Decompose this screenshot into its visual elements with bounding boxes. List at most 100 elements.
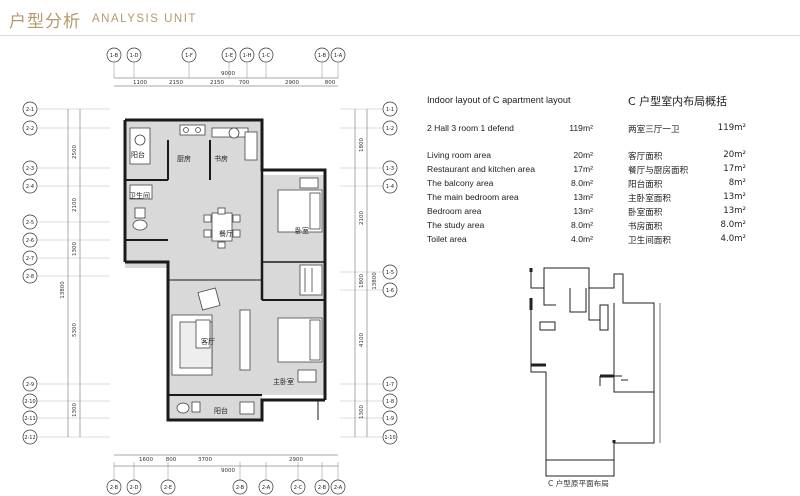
row-value: 4.0m² bbox=[571, 234, 593, 244]
axis-bubble-right: 1-10 bbox=[382, 429, 398, 445]
dimension-left: 1300 bbox=[72, 242, 78, 256]
axis-bubble-left: 2-9 bbox=[22, 376, 38, 392]
axis-bubble-left: 2-5 bbox=[22, 214, 38, 230]
table-row: Toilet area 4.0m² bbox=[427, 234, 593, 246]
table-row: 餐厅与厨房面积 17m² bbox=[628, 164, 746, 176]
dimension-bottom-total: 9000 bbox=[221, 468, 235, 474]
axis-bubble-left: 2-7 bbox=[22, 250, 38, 266]
table-row: The study area 8.0m² bbox=[427, 220, 593, 232]
axis-bubble-top: 1-H bbox=[239, 47, 255, 63]
row-value: 20m² bbox=[573, 150, 593, 160]
row-value: 17m² bbox=[723, 164, 746, 174]
axis-label: 2-B bbox=[318, 485, 327, 491]
axis-label: 1-6 bbox=[386, 288, 394, 294]
room-label-master: 主卧室 bbox=[273, 377, 294, 386]
room-label-bathroom: 卫生间 bbox=[129, 191, 150, 200]
axis-bubble-top: 1-B bbox=[314, 47, 330, 63]
floor-area bbox=[125, 120, 325, 420]
axis-label: 1-A bbox=[334, 53, 343, 59]
dimension-top: 800 bbox=[325, 80, 336, 86]
axis-bubble-top: 1-B bbox=[106, 47, 122, 63]
dimension-top: 1100 bbox=[133, 80, 147, 86]
axis-label: 1-7 bbox=[386, 382, 394, 388]
dimension-right: 1800 bbox=[359, 274, 365, 288]
axis-label: 1-B bbox=[318, 53, 327, 59]
row-label: The main bedroom area bbox=[427, 192, 519, 202]
room-label-living: 客厅 bbox=[201, 337, 215, 346]
axis-label: 2-8 bbox=[26, 274, 34, 280]
row-value: 13m² bbox=[723, 206, 746, 216]
dimension-top: 2900 bbox=[285, 80, 299, 86]
table-row: 阳台面积 8m² bbox=[628, 178, 746, 190]
axis-label: 2-5 bbox=[26, 220, 34, 226]
row-value: 8.0m² bbox=[571, 220, 593, 230]
row-value: 13m² bbox=[723, 192, 746, 202]
row-value: 119m² bbox=[569, 123, 593, 133]
axis-bubble-right: 1-2 bbox=[382, 120, 398, 136]
axis-bubble-right: 1-8 bbox=[382, 393, 398, 409]
axis-bubble-left: 2-12 bbox=[22, 429, 38, 445]
table-row: 主卧室面积 13m² bbox=[628, 192, 746, 204]
original-floor-plan bbox=[529, 267, 661, 477]
row-value: 13m² bbox=[573, 206, 593, 216]
row-label: 主卧室面积 bbox=[628, 194, 671, 204]
dimension-bottom: 1600 bbox=[139, 457, 153, 463]
axis-label: 2-E bbox=[164, 485, 172, 491]
table-row: 卫生间面积 4.0m² bbox=[628, 234, 746, 246]
table-row: 2 Hall 3 room 1 defend 119m² bbox=[427, 123, 593, 135]
axis-grid-right: 1-11-21-31-41-51-61-71-81-91-10 bbox=[340, 101, 398, 445]
area-table-en-title: Indoor layout of C apartment layout bbox=[427, 95, 571, 105]
row-value: 8.0m² bbox=[720, 220, 746, 230]
axis-label: 2-B bbox=[110, 485, 119, 491]
axis-bubble-top: 1-C bbox=[258, 47, 274, 63]
axis-label: 1-9 bbox=[386, 416, 394, 422]
axis-label: 1-10 bbox=[384, 435, 395, 441]
axis-bubble-right: 1-6 bbox=[382, 282, 398, 298]
axis-bubble-right: 1-9 bbox=[382, 410, 398, 426]
dimension-right: 2100 bbox=[359, 211, 365, 225]
axis-label: 1-8 bbox=[386, 399, 394, 405]
room-label-balcony-small: 阳台 bbox=[131, 150, 145, 159]
axis-label: 2-11 bbox=[24, 416, 35, 422]
axis-bubble-left: 2-3 bbox=[22, 160, 38, 176]
axis-label: 2-2 bbox=[26, 126, 34, 132]
dimension-right: 1300 bbox=[359, 405, 365, 419]
table-row: 客厅面积 20m² bbox=[628, 150, 746, 162]
axis-label: 2-9 bbox=[26, 382, 34, 388]
room-label-study: 书房 bbox=[214, 154, 228, 163]
row-label: Restaurant and kitchen area bbox=[427, 164, 535, 174]
furniture bbox=[129, 124, 323, 415]
row-label: Bedroom area bbox=[427, 206, 482, 216]
table-row: 书房面积 8.0m² bbox=[628, 220, 746, 232]
header-divider bbox=[0, 35, 800, 36]
room-label-dining: 餐厅 bbox=[219, 229, 233, 238]
table-row: Bedroom area 13m² bbox=[427, 206, 593, 218]
axis-bubble-top: 1-E bbox=[221, 47, 237, 63]
area-table-cn: C 户型室内布局概括 两室三厅一卫 119m² 客厅面积 20m² 餐厅与厨房面… bbox=[628, 95, 746, 246]
row-value: 17m² bbox=[573, 164, 593, 174]
page-header: 户型分析 ANALYSIS UNIT bbox=[0, 0, 800, 40]
dimension-left: 2100 bbox=[72, 198, 78, 212]
axis-bubble-bottom: 2-B bbox=[232, 479, 248, 495]
axis-label: 2-6 bbox=[26, 238, 34, 244]
axis-bubble-left: 2-10 bbox=[22, 393, 38, 409]
axis-bubble-bottom: 2-D bbox=[126, 479, 142, 495]
room-label-bedroom: 卧室 bbox=[295, 226, 309, 235]
axis-label: 2-A bbox=[262, 485, 271, 491]
axis-bubble-left: 2-8 bbox=[22, 268, 38, 284]
axis-label: 2-7 bbox=[26, 256, 34, 262]
room-labels: 阳台 厨房 书房 卫生间 餐厅 卧室 客厅 主卧室 阳台 bbox=[129, 150, 309, 415]
dimension-right-total: 13800 bbox=[372, 272, 378, 290]
axis-bubble-bottom: 2-A bbox=[258, 479, 274, 495]
row-label: 2 Hall 3 room 1 defend bbox=[427, 123, 514, 133]
row-label: Living room area bbox=[427, 150, 492, 160]
axis-bubble-right: 1-3 bbox=[382, 160, 398, 176]
row-label: 卫生间面积 bbox=[628, 236, 671, 246]
room-label-balcony: 阳台 bbox=[214, 406, 228, 415]
axis-bubble-bottom: 2-B bbox=[314, 479, 330, 495]
table-row: The main bedroom area 13m² bbox=[427, 192, 593, 204]
axis-bubble-bottom: 2-A bbox=[330, 479, 346, 495]
